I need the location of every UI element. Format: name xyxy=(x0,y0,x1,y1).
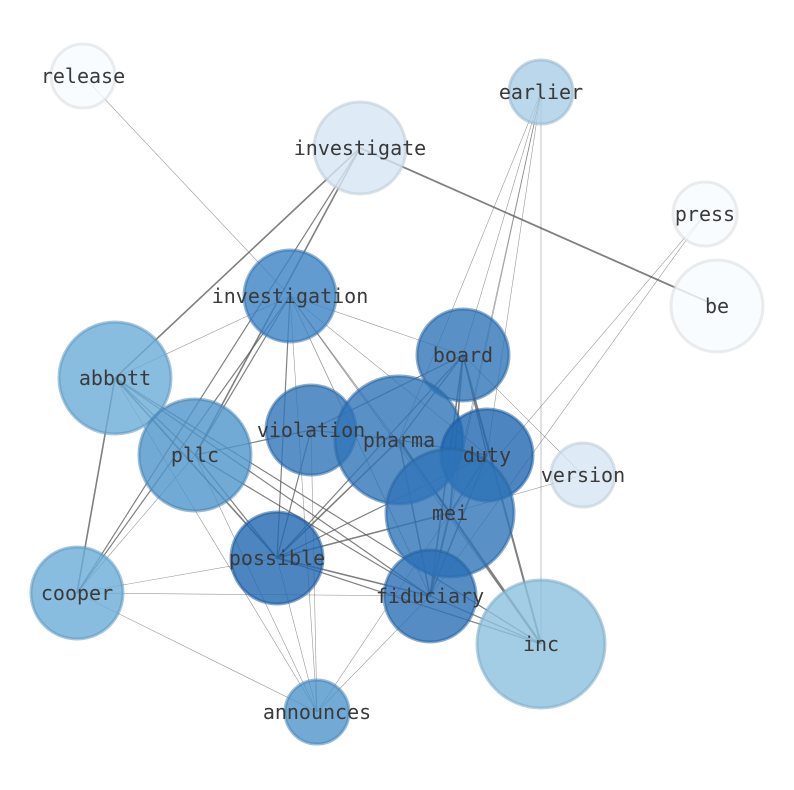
node-label-be: be xyxy=(705,294,729,318)
node-be xyxy=(669,258,765,354)
node-investigate xyxy=(312,100,408,196)
node-label-inc: inc xyxy=(523,632,559,656)
node-label-duty: duty xyxy=(463,443,511,467)
node-possible xyxy=(229,510,325,606)
edge-earlier-duty xyxy=(486,91,542,456)
node-label-possible: possible xyxy=(229,546,325,570)
node-pllc xyxy=(137,397,253,513)
node-cooper xyxy=(29,545,125,641)
node-label-version: version xyxy=(541,463,625,487)
node-investigation xyxy=(242,248,338,344)
node-board xyxy=(415,307,511,403)
node-label-fiduciary: fiduciary xyxy=(376,584,484,608)
edge-release-investigation xyxy=(82,75,291,297)
node-label-investigate: investigate xyxy=(294,136,426,160)
edge-investigate-cooper xyxy=(76,147,361,594)
node-label-violation: violation xyxy=(257,418,365,442)
node-fiduciary xyxy=(382,548,478,644)
node-label-release: release xyxy=(41,64,125,88)
node-earlier xyxy=(507,58,575,126)
node-label-mei: mei xyxy=(432,501,468,525)
node-label-pllc: pllc xyxy=(171,443,219,467)
node-layer xyxy=(29,42,765,746)
node-label-earlier: earlier xyxy=(499,80,583,104)
node-label-pharma: pharma xyxy=(363,428,435,452)
node-label-cooper: cooper xyxy=(41,581,113,605)
edge-investigate-be xyxy=(359,147,718,307)
edge-investigation-announces xyxy=(289,295,318,713)
node-announces xyxy=(283,678,351,746)
node-label-investigation: investigation xyxy=(212,284,369,308)
node-label-board: board xyxy=(433,343,493,367)
node-press xyxy=(671,180,739,248)
label-layer: release earlier investigate press be investig… xyxy=(41,64,735,724)
node-release xyxy=(49,42,117,110)
node-label-announces: announces xyxy=(263,700,371,724)
node-version xyxy=(549,441,617,509)
node-label-abbott: abbott xyxy=(79,366,151,390)
node-inc xyxy=(475,578,607,710)
node-abbott xyxy=(57,320,173,436)
node-label-press: press xyxy=(675,202,735,226)
